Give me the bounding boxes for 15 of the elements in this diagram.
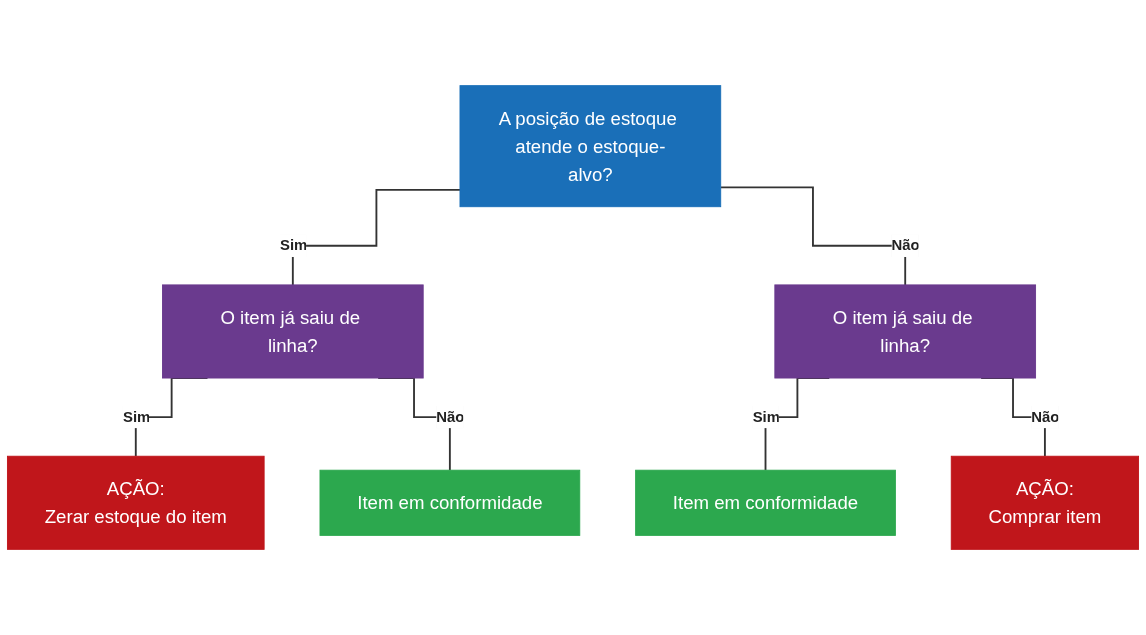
node-box: AÇÃO: Zerar estoque do item — [7, 455, 265, 550]
node-box: AÇÃO: Comprar item — [950, 455, 1139, 550]
connector — [719, 186, 907, 286]
connector — [291, 188, 461, 286]
node-box: Item em conformidade — [319, 469, 581, 536]
edge-label: Não — [1031, 408, 1060, 425]
edge-label: Sim — [122, 408, 150, 425]
node-box: A posição de estoque atende o estoque-alvo? — [459, 85, 722, 208]
edge-label: Não — [891, 237, 920, 254]
node-box: Item em conformidade — [635, 469, 896, 536]
edge-label: Sim — [752, 408, 780, 425]
edge-label: Não — [436, 408, 465, 425]
edge-label: Sim — [280, 237, 308, 254]
node-box: O item já saiu de linha? — [774, 284, 1037, 379]
node-box: O item já saiu de linha? — [162, 284, 424, 379]
